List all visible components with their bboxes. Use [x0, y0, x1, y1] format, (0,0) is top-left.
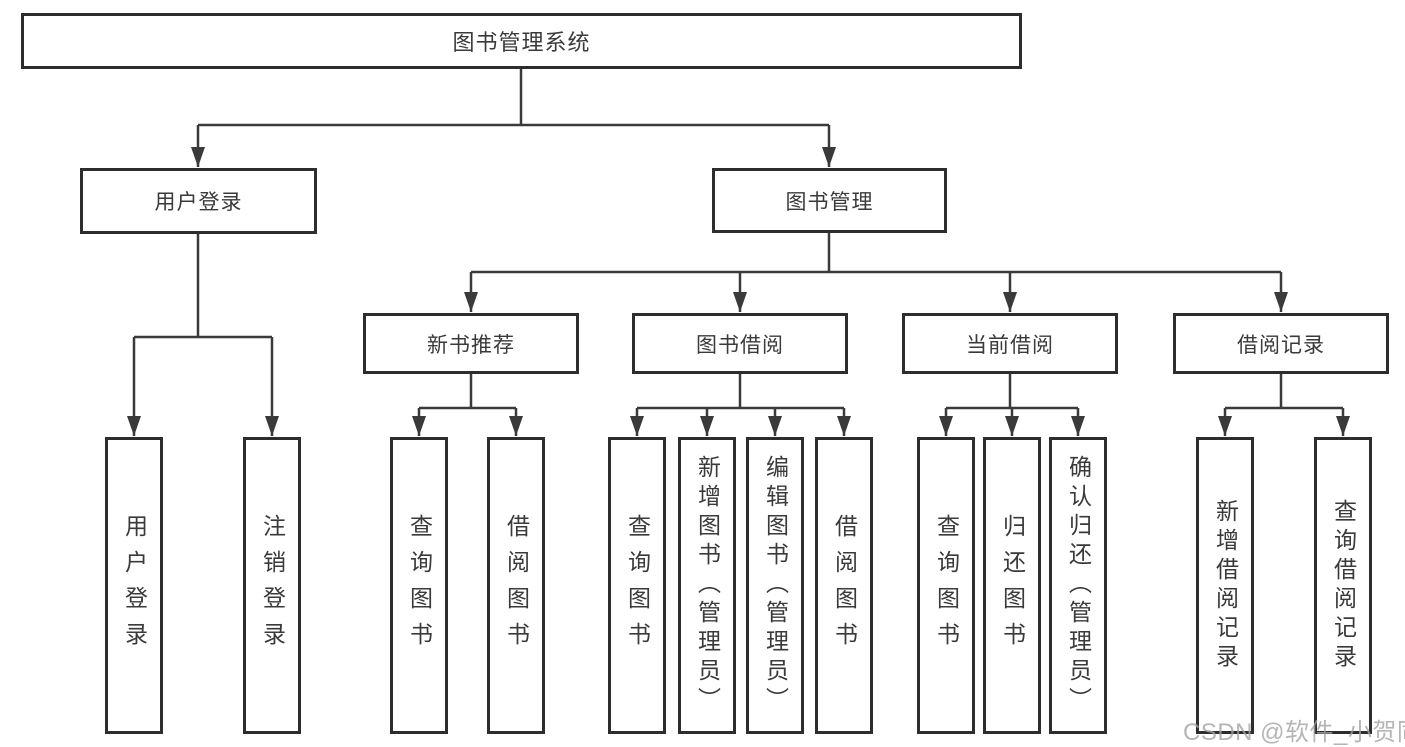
leaf-add-borrow-record: 新增借阅记录 — [1196, 437, 1254, 734]
node-new-book-recommendation: 新书推荐 — [363, 313, 579, 374]
node-current-borrowing-label: 当前借阅 — [966, 333, 1054, 357]
node-user-login-label: 用户登录 — [154, 191, 243, 214]
node-user-login: 用户登录 — [80, 168, 317, 234]
leaf-confirm-return-admin: 确认归还（管理员） — [1049, 437, 1107, 734]
leaf-user-login: 用户登录 — [105, 437, 163, 734]
leaf-query-borrow-record-label: 查询借阅记录 — [1330, 498, 1357, 673]
leaf-query-books-current: 查询图书 — [917, 437, 975, 734]
leaf-return-books: 归还图书 — [983, 437, 1041, 734]
leaf-confirm-return-admin-label: 确认归还（管理员） — [1065, 455, 1092, 716]
node-new-book-recommendation-label: 新书推荐 — [427, 333, 515, 357]
leaf-user-login-label: 用户登录 — [121, 513, 148, 658]
leaf-query-books-borrowing-label: 查询图书 — [624, 513, 651, 658]
leaf-query-borrow-record: 查询借阅记录 — [1314, 437, 1372, 734]
node-library-system: 图书管理系统 — [21, 13, 1022, 69]
leaf-logout-login-label: 注销登录 — [259, 513, 286, 658]
leaf-query-books-recommend-label: 查询图书 — [406, 513, 433, 658]
node-book-borrowing-label: 图书借阅 — [696, 333, 784, 357]
leaf-query-books-borrowing: 查询图书 — [608, 437, 666, 734]
leaf-query-books-recommend: 查询图书 — [390, 437, 448, 734]
leaf-logout-login: 注销登录 — [243, 437, 301, 734]
leaf-edit-book-admin-label: 编辑图书（管理员） — [762, 455, 789, 716]
node-borrowing-records-label: 借阅记录 — [1237, 333, 1325, 357]
leaf-borrow-books-recommend-label: 借阅图书 — [503, 513, 530, 658]
node-book-management: 图书管理 — [712, 168, 947, 233]
leaf-borrow-books-borrowing: 借阅图书 — [815, 437, 873, 734]
csdn-watermark: CSDN @软件_小贺同学 — [1183, 719, 1405, 746]
leaf-add-borrow-record-label: 新增借阅记录 — [1212, 498, 1239, 673]
leaf-return-books-label: 归还图书 — [999, 513, 1026, 658]
leaf-add-book-admin-label: 新增图书（管理员） — [694, 455, 721, 716]
node-current-borrowing: 当前借阅 — [902, 313, 1118, 374]
leaf-borrow-books-borrowing-label: 借阅图书 — [831, 513, 858, 658]
leaf-add-book-admin: 新增图书（管理员） — [678, 437, 736, 734]
node-library-system-label: 图书管理系统 — [452, 30, 591, 55]
node-book-management-label: 图书管理 — [785, 190, 874, 214]
node-book-borrowing: 图书借阅 — [632, 313, 848, 374]
leaf-borrow-books-recommend: 借阅图书 — [487, 437, 545, 734]
leaf-query-books-current-label: 查询图书 — [933, 513, 960, 658]
leaf-edit-book-admin: 编辑图书（管理员） — [746, 437, 804, 734]
node-borrowing-records: 借阅记录 — [1173, 313, 1389, 374]
